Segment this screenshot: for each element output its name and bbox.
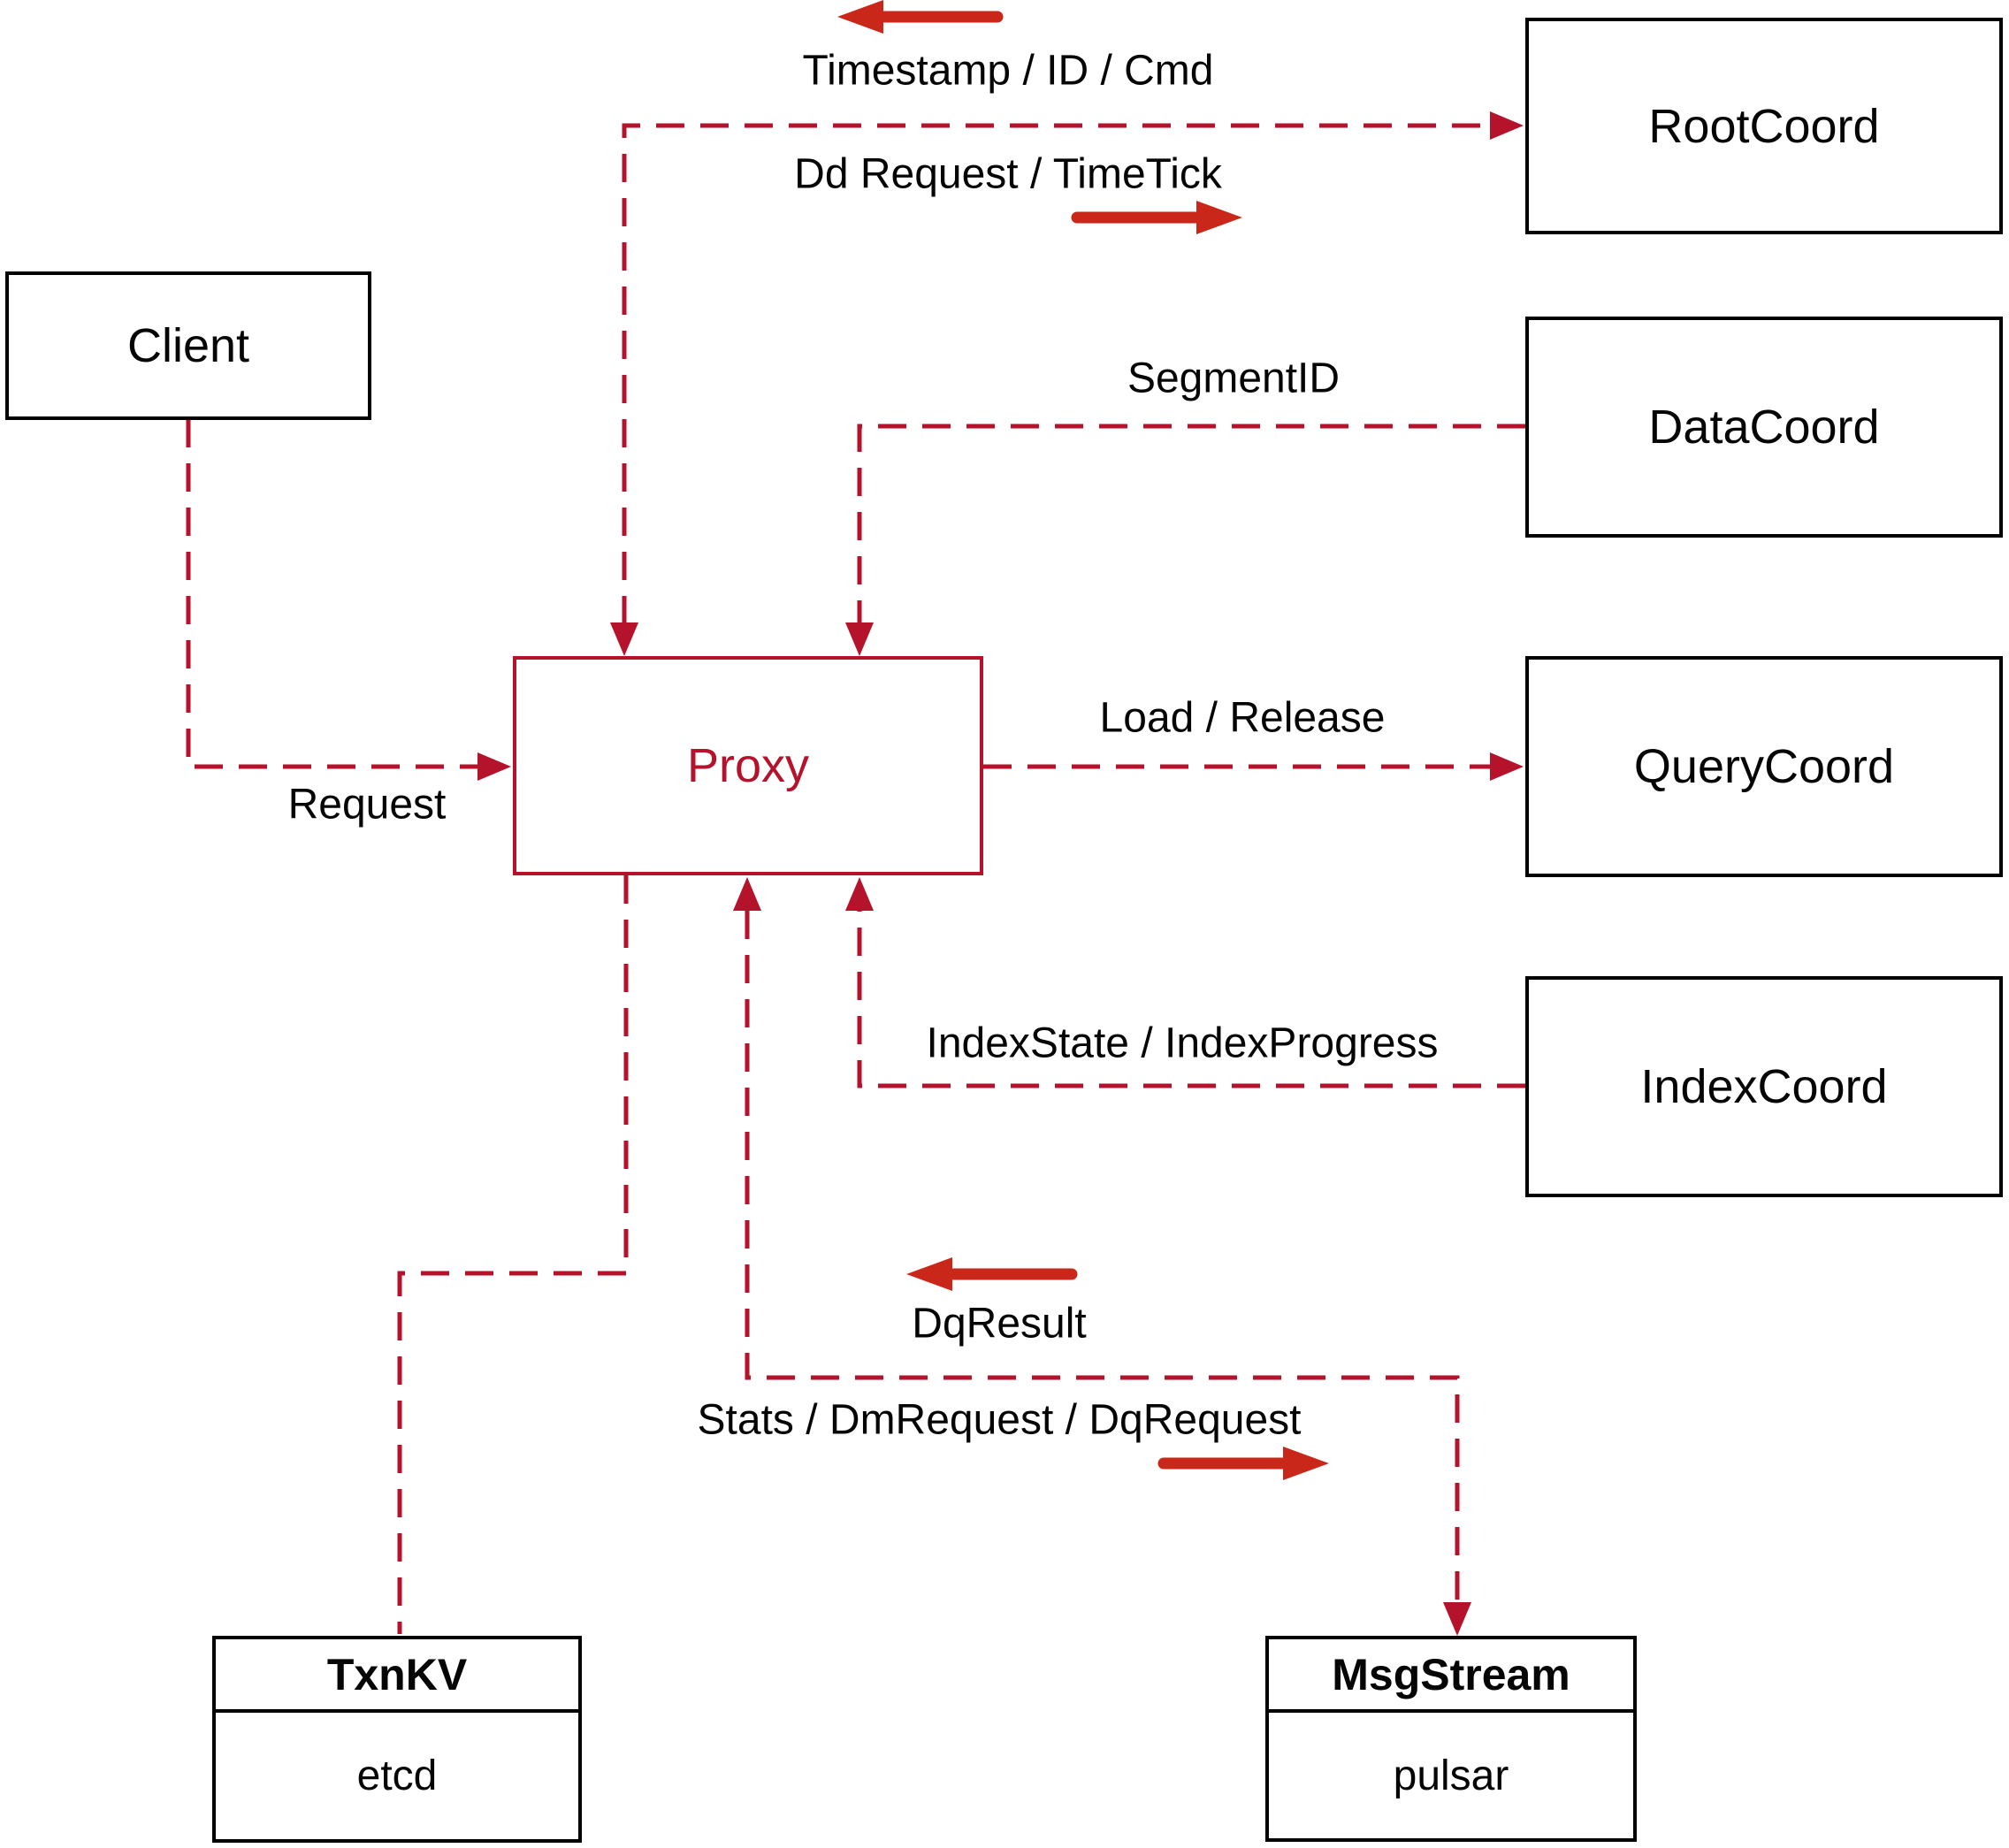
edge-label-dd-request-timetick: Dd Request / TimeTick xyxy=(794,150,1222,198)
arrowhead-into-rootcoord xyxy=(1490,111,1524,140)
edge-label-request: Request xyxy=(287,781,447,829)
edge-datacoord-proxy xyxy=(857,424,1525,622)
node-indexcoord-label: IndexCoord xyxy=(1640,1060,1888,1113)
edge-label-timestamp-id-cmd: Timestamp / ID / Cmd xyxy=(802,47,1214,95)
edge-proxy-txnkv xyxy=(397,875,629,1634)
arrowhead-into-msgstream xyxy=(1443,1602,1471,1636)
edge-label-index-state-progress: IndexState / IndexProgress xyxy=(926,1019,1439,1067)
edge-indexcoord-proxy xyxy=(857,911,1525,1088)
node-txnkv: TxnKV etcd xyxy=(212,1636,582,1843)
node-datacoord: DataCoord xyxy=(1525,317,2003,538)
node-querycoord-label: QueryCoord xyxy=(1633,740,1895,793)
node-rootcoord: RootCoord xyxy=(1525,18,2003,234)
edge-label-segment-id: SegmentID xyxy=(1127,355,1341,402)
direction-arrows xyxy=(837,0,1329,1480)
arrow-left-timestamp-icon xyxy=(837,0,1004,34)
edge-proxy-msgstream xyxy=(745,911,1460,1602)
edge-label-stats-dm-dq-request: Stats / DmRequest / DqRequest xyxy=(697,1396,1302,1444)
edge-label-load-release: Load / Release xyxy=(1099,694,1386,742)
arrow-right-stats-icon xyxy=(1157,1447,1329,1480)
edge-label-dq-result: DqResult xyxy=(912,1300,1087,1348)
edge-client-proxy xyxy=(186,419,477,769)
node-querycoord: QueryCoord xyxy=(1525,656,2003,877)
arrow-left-dqresult-icon xyxy=(906,1257,1078,1291)
node-datacoord-label: DataCoord xyxy=(1648,401,1880,454)
arrowhead-into-querycoord xyxy=(1490,752,1524,781)
node-txnkv-implementation: etcd xyxy=(356,1753,438,1799)
node-msgstream: MsgStream pulsar xyxy=(1265,1636,1637,1842)
node-client-label: Client xyxy=(126,319,250,372)
node-proxy-label: Proxy xyxy=(686,739,810,792)
node-msgstream-implementation: pulsar xyxy=(1393,1752,1509,1799)
node-proxy: Proxy xyxy=(513,656,983,875)
node-txnkv-title: TxnKV xyxy=(216,1639,578,1713)
edge-proxy-rootcoord xyxy=(622,123,1491,624)
arrowhead-into-proxy-bottom-right xyxy=(845,877,874,911)
arrowhead-into-proxy-left xyxy=(477,752,511,781)
node-rootcoord-label: RootCoord xyxy=(1648,99,1880,153)
arrowhead-into-proxy-bottom-mid xyxy=(733,877,761,911)
arrowhead-into-proxy-top-left xyxy=(610,622,638,656)
arrow-right-ddrequest-icon xyxy=(1071,201,1242,234)
node-indexcoord: IndexCoord xyxy=(1525,976,2003,1197)
arrowhead-into-proxy-top-right xyxy=(845,622,874,656)
node-client: Client xyxy=(5,271,371,420)
node-msgstream-title: MsgStream xyxy=(1269,1639,1633,1713)
